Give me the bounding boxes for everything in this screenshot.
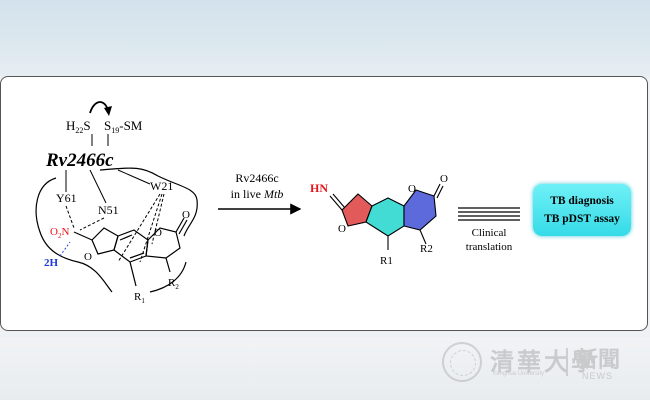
- nitro-bond: [73, 231, 93, 241]
- w21-link: [117, 169, 151, 185]
- badge-tb-diagnosis: TB diagnosis: [550, 195, 614, 207]
- watermark-chinese: 清華大學: [490, 348, 598, 376]
- electron-arrow: [89, 101, 109, 114]
- two-h-label: 2H: [44, 257, 59, 269]
- electron-arrow-head: [104, 106, 112, 116]
- stack-w21-a: [117, 193, 161, 263]
- product-pyranone-ring: [403, 189, 437, 231]
- n51-link: [89, 169, 107, 204]
- hbond-n51: [79, 217, 105, 231]
- stack-w21-b: [139, 193, 163, 263]
- enzyme-label: Rv2466c: [45, 150, 114, 171]
- substrate-o-carbonyl: O: [182, 209, 190, 221]
- product-o-carbonyl: O: [440, 173, 448, 185]
- substrate-molecule: [91, 217, 188, 287]
- badge-tb-pdst: TB pDST assay: [544, 213, 620, 225]
- watermark: 清華大學 Tsinghua University 新聞 NEWS: [442, 340, 642, 388]
- translation-line2: translation: [466, 241, 513, 253]
- translation-lines: [458, 207, 520, 221]
- watermark-news-en: NEWS: [582, 371, 613, 381]
- stack-w21-c: [151, 193, 165, 245]
- product-r1: R1: [380, 255, 393, 267]
- translation-line1: Clinical: [472, 227, 507, 239]
- product-benzene-ring: [365, 197, 405, 237]
- h22s-label: H22S: [66, 118, 91, 135]
- nitro-label: O2N: [50, 226, 69, 240]
- application-badge: TB diagnosis TB pDST assay: [533, 184, 631, 236]
- top-band: [0, 0, 650, 78]
- watermark-divider: [566, 348, 568, 376]
- watermark-news-cn: 新聞: [576, 348, 621, 373]
- s19sm-label: S19-SM: [104, 118, 143, 135]
- product-hn: HN: [310, 181, 328, 195]
- substrate-r2: R2: [168, 277, 179, 291]
- h-arrow: [59, 241, 71, 257]
- substrate-o-lactone: O: [154, 227, 162, 239]
- product-o-ring: O: [338, 223, 346, 235]
- product-molecule: [329, 183, 444, 250]
- arrow-label-prefix: in live: [231, 187, 264, 201]
- arrow-label-condition: in live Mtb: [231, 187, 284, 201]
- arrow-label-mtb: Mtb: [263, 187, 283, 201]
- substrate-o-furan: O: [84, 251, 92, 263]
- product-o-lactone: O: [408, 183, 416, 195]
- binding-pocket: [35, 167, 198, 293]
- product-r2: R2: [420, 243, 433, 255]
- substrate-r1: R1: [134, 291, 145, 305]
- university-seal-icon: [442, 342, 482, 382]
- bottom-band: [0, 338, 650, 400]
- w21-label: W21: [150, 179, 173, 193]
- arrow-label-enzyme: Rv2466c: [235, 171, 278, 185]
- n51-label: N51: [98, 203, 119, 217]
- y61-label: Y61: [56, 191, 77, 205]
- watermark-english: Tsinghua University: [492, 371, 545, 377]
- hbond-y61: [65, 205, 75, 229]
